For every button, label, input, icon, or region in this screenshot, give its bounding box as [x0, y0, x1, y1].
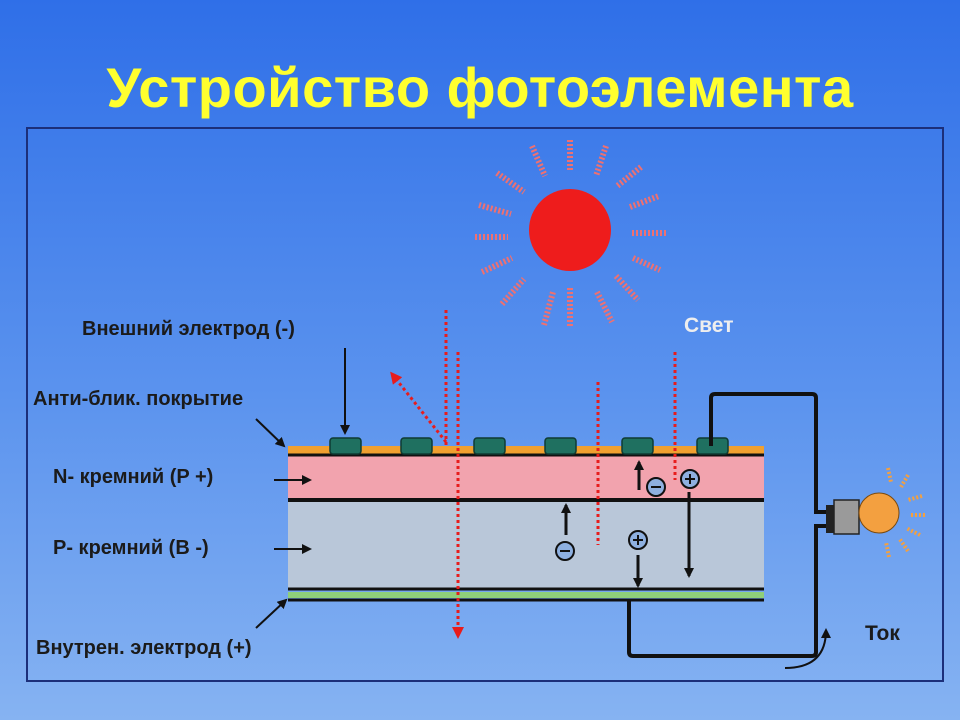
- p-silicon-layer: [288, 500, 764, 588]
- label-n-silicon: N- кремний (P +): [53, 466, 214, 488]
- sun-icon: [475, 140, 667, 326]
- electron-icon: [646, 477, 666, 497]
- light-rays: [390, 310, 677, 639]
- antiglare-pointer: [255, 418, 286, 448]
- label-p-silicon: P- кремний (B -): [53, 537, 209, 559]
- diagram-frame: [26, 127, 944, 682]
- label-antiglare-coating: Анти-блик. покрытие: [33, 388, 244, 410]
- hole-icon: [680, 469, 700, 489]
- external-electrode-contacts: [329, 437, 729, 455]
- external-circuit-wire: [627, 392, 827, 658]
- label-current: Ток: [865, 622, 900, 645]
- electron-icon: [555, 541, 575, 561]
- internal-electrode-pointer: [255, 598, 288, 629]
- hole-icon: [628, 530, 648, 550]
- internal-electrode-layer: [288, 592, 764, 598]
- page-title: Устройство фотоэлемента: [106, 56, 854, 119]
- light-bulb-icon: [826, 467, 925, 558]
- current-arrow: [784, 628, 831, 669]
- label-light: Свет: [684, 314, 734, 337]
- label-internal-electrode: Внутрен. электрод (+): [36, 637, 252, 659]
- antiglare-coating-layer: [288, 446, 764, 455]
- label-external-electrode: Внешний электрод (-): [82, 318, 295, 340]
